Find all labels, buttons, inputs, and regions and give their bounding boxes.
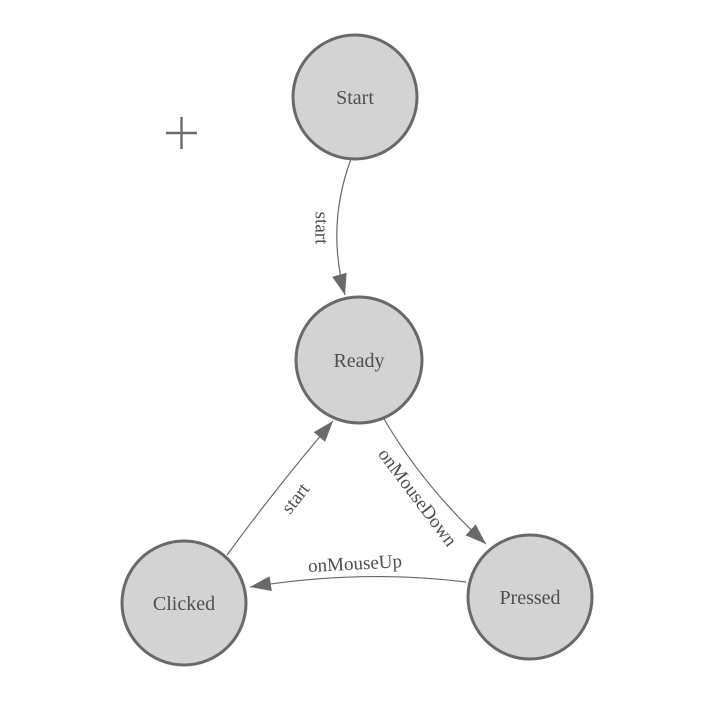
state-node-pressed-label: Pressed: [499, 587, 560, 609]
state-node-clicked-circle[interactable]: [120, 539, 248, 667]
crosshair-plus-icon: [166, 117, 197, 149]
edge-ready-to-pressed[interactable]: [383, 418, 487, 545]
state-node-start[interactable]: Start: [291, 33, 419, 161]
state-node-ready-label: Ready: [333, 350, 384, 372]
state-node-start-circle[interactable]: [291, 33, 419, 161]
edge-pressed-to-clicked[interactable]: [249, 575, 467, 592]
state-node-ready-circle[interactable]: [294, 295, 424, 425]
state-node-clicked[interactable]: Clicked: [120, 539, 248, 667]
state-node-clicked-label: Clicked: [153, 593, 215, 615]
state-node-pressed-circle[interactable]: [466, 533, 594, 661]
edge-clicked-to-ready[interactable]: [226, 420, 334, 556]
edge-label-onmouseup: onMouseUp: [308, 551, 403, 577]
edge-label-start-left: start: [278, 479, 315, 518]
state-node-ready[interactable]: Ready: [294, 295, 424, 425]
state-node-start-label: Start: [336, 87, 374, 109]
edge-label-onmousedown: onMouseDown: [373, 445, 461, 552]
edge-label-start-top: start: [310, 212, 331, 245]
state-node-pressed[interactable]: Pressed: [466, 533, 594, 661]
edge-start-to-ready[interactable]: [332, 158, 352, 296]
